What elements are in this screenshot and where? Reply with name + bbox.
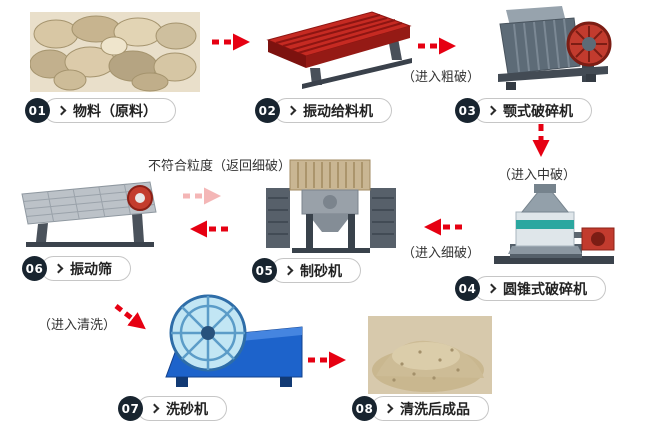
station-vibrating-feeder: 02 振动给料机 xyxy=(255,98,392,123)
station-sand-maker: 05 制砂机 xyxy=(252,258,361,283)
station-number-badge: 06 xyxy=(22,256,47,281)
jaw-crusher-image xyxy=(486,4,618,94)
station-number-badge: 04 xyxy=(455,276,480,301)
station-label: 圆锥式破碎机 xyxy=(474,276,606,301)
note-to-washing: （进入清洗） xyxy=(37,318,116,333)
note-return-to-fine: 不符合粒度（返回细破） xyxy=(148,159,292,174)
chevron-right-icon xyxy=(286,105,297,116)
arrow-screen-to-washer xyxy=(114,304,146,330)
station-number-badge: 07 xyxy=(118,396,143,421)
chevron-right-icon xyxy=(486,283,497,294)
chevron-right-icon xyxy=(53,263,64,274)
station-cone-crusher: 04 圆锥式破碎机 xyxy=(455,276,606,301)
station-label: 清洗后成品 xyxy=(371,396,489,421)
note-to-coarse-crushing: （进入粗破） xyxy=(401,70,480,85)
vibrating-screen-image xyxy=(16,170,178,252)
sand-maker-image xyxy=(262,158,400,254)
station-number-badge: 03 xyxy=(455,98,480,123)
note-to-fine-crushing: （进入细破） xyxy=(401,246,480,261)
station-label: 振动给料机 xyxy=(274,98,392,123)
station-vibrating-screen: 06 振动筛 xyxy=(22,256,131,281)
station-label: 物料（原料） xyxy=(44,98,176,123)
cone-crusher-image xyxy=(486,180,622,270)
station-label: 制砂机 xyxy=(271,258,361,283)
station-number-badge: 02 xyxy=(255,98,280,123)
station-label: 颚式破碎机 xyxy=(474,98,592,123)
station-finished-product: 08 清洗后成品 xyxy=(352,396,489,421)
finished-product-image xyxy=(368,316,492,394)
station-sand-washer: 07 洗砂机 xyxy=(118,396,227,421)
station-number-badge: 08 xyxy=(352,396,377,421)
chevron-right-icon xyxy=(283,265,294,276)
sand-washer-image xyxy=(150,293,306,393)
station-label: 振动筛 xyxy=(41,256,131,281)
station-raw-material: 01 物料（原料） xyxy=(25,98,176,123)
chevron-right-icon xyxy=(149,403,160,414)
station-jaw-crusher: 03 颚式破碎机 xyxy=(455,98,592,123)
station-number-badge: 05 xyxy=(252,258,277,283)
raw-material-image xyxy=(29,12,200,92)
vibrating-feeder-image xyxy=(262,6,414,90)
station-label: 洗砂机 xyxy=(137,396,227,421)
station-number-badge: 01 xyxy=(25,98,50,123)
chevron-right-icon xyxy=(56,105,67,116)
chevron-right-icon xyxy=(486,105,497,116)
note-to-medium-crushing: （进入中破） xyxy=(497,168,576,183)
chevron-right-icon xyxy=(383,403,394,414)
